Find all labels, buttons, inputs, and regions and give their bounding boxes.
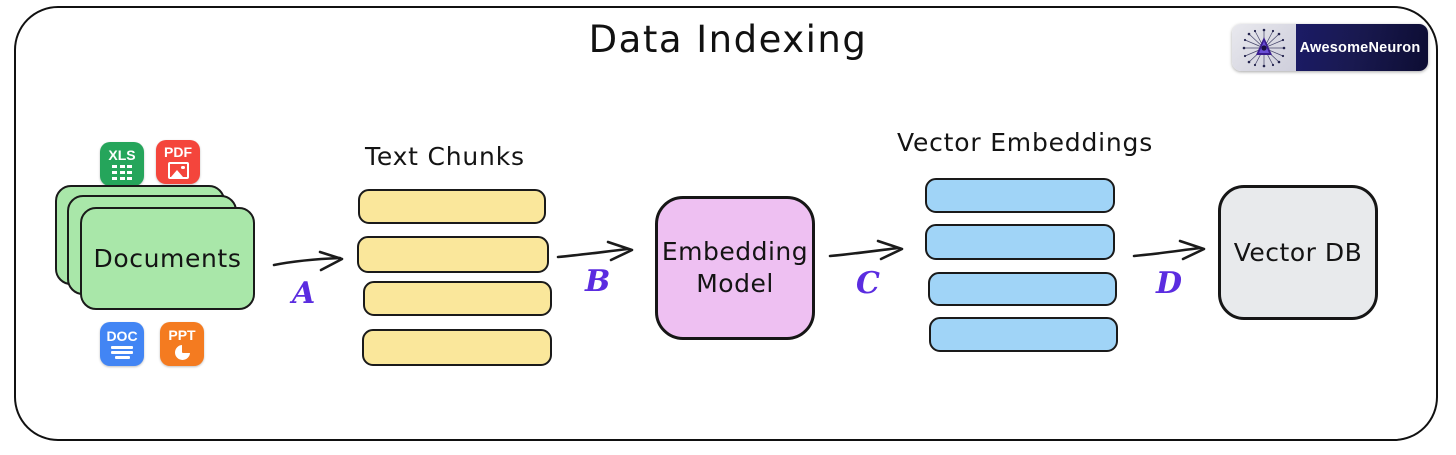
diagram-frame — [14, 6, 1438, 441]
vector-embedding-bar-2 — [925, 224, 1115, 260]
arrow-c-letter: C — [856, 266, 880, 301]
file-icon-doc-label: DOC — [106, 328, 138, 345]
arrow-d-letter: D — [1156, 266, 1183, 301]
arrow-a-letter: A — [292, 276, 316, 311]
arrow-d — [1132, 239, 1216, 264]
page-title: Data Indexing — [588, 18, 868, 61]
file-icon-xls: XLS — [100, 142, 144, 186]
pie-chart-icon — [174, 345, 190, 360]
embedding-model-line1: Embedding — [661, 237, 809, 266]
embedding-model-line2: Model — [696, 269, 774, 298]
brand-name: AwesomeNeuron — [1299, 39, 1421, 56]
arrow-a — [272, 250, 350, 276]
vector-embedding-bar-4 — [929, 317, 1118, 352]
brand-logo-badge[interactable]: AwesomeNeuron — [1232, 24, 1428, 71]
spreadsheet-grid-icon — [112, 164, 132, 181]
arrow-b — [556, 240, 646, 264]
text-chunk-bar-2 — [357, 236, 549, 273]
file-icon-xls-label: XLS — [108, 146, 136, 163]
documents-label: Documents — [93, 244, 242, 273]
file-icon-ppt: PPT — [160, 322, 204, 366]
file-icon-doc: DOC — [100, 322, 144, 366]
text-chunk-bar-1 — [358, 189, 546, 224]
arrow-c — [828, 239, 914, 264]
embedding-model-text: Embedding Model — [662, 236, 808, 300]
brand-name-wrap: AwesomeNeuron — [1296, 24, 1428, 71]
arrow-b-letter: B — [585, 264, 611, 299]
documents-stack[interactable]: Documents — [55, 185, 260, 315]
neuron-starburst-icon — [1232, 24, 1296, 71]
file-icon-ppt-label: PPT — [168, 327, 196, 343]
vector-embeddings-caption: Vector Embeddings — [897, 128, 1154, 157]
vector-embedding-bar-1 — [925, 178, 1115, 213]
text-chunk-bar-4 — [362, 329, 552, 366]
document-card-front: Documents — [80, 207, 255, 310]
embedding-model-box[interactable]: Embedding Model — [655, 196, 815, 340]
vector-db-label: Vector DB — [1233, 237, 1363, 267]
vector-embedding-bar-3 — [928, 272, 1117, 306]
image-icon — [167, 162, 189, 179]
text-lines-icon — [111, 346, 133, 359]
vector-db-box[interactable]: Vector DB — [1218, 185, 1378, 320]
text-chunks-caption: Text Chunks — [365, 142, 525, 171]
file-icon-pdf-label: PDF — [164, 144, 192, 160]
file-icon-pdf: PDF — [156, 140, 200, 184]
text-chunk-bar-3 — [363, 281, 552, 316]
